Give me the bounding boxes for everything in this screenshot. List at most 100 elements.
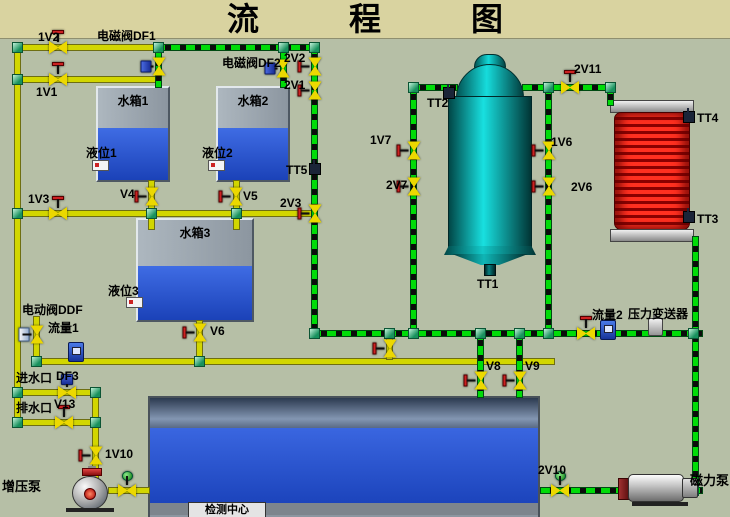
valve-df1-solenoid[interactable] [140, 58, 166, 76]
valve-tee-branch[interactable] [372, 340, 397, 358]
pipe-left-riser [14, 44, 21, 427]
valve-v8[interactable] [463, 372, 488, 390]
valve-label: 2V6 [571, 180, 593, 194]
valve-label: 2V1 [284, 78, 306, 92]
port-label: 进水口 [16, 371, 53, 385]
pipe-fitting [12, 417, 23, 428]
pipe-fitting [153, 42, 164, 53]
flow-pipe-right-riser [692, 236, 699, 494]
pipe-fitting [12, 387, 23, 398]
pipe-fitting [278, 42, 289, 53]
valve-label: 1V6 [551, 135, 573, 149]
valve-v13[interactable] [55, 404, 73, 429]
valve-label: 1V1 [36, 85, 58, 99]
page-title: 流程图 [226, 1, 593, 37]
valve-2v11[interactable] [561, 69, 579, 94]
level-label: 液位2 [202, 146, 233, 160]
sensor-label: TT5 [286, 163, 308, 177]
pipe-fitting [408, 82, 419, 93]
valve-1v1[interactable] [49, 61, 67, 86]
level1-indicator [92, 160, 109, 171]
pipe-fitting [688, 328, 699, 339]
level3-indicator [126, 297, 143, 308]
pressure-transmitter-icon [648, 315, 663, 336]
sensor-label: TT1 [477, 277, 499, 291]
pipe-fitting [194, 356, 205, 367]
flowmeter1-icon [68, 342, 84, 362]
valve-booster-discharge[interactable] [118, 471, 136, 497]
valve-ddf-motorized[interactable] [18, 326, 44, 344]
tt3-sensor-icon [683, 208, 695, 223]
valve-label: 2V3 [280, 196, 302, 210]
flow-pipe-bottom-manifold [311, 330, 703, 337]
valve-2v6[interactable] [531, 178, 556, 196]
pipe-fitting [514, 328, 525, 339]
tt4-sensor-icon [683, 108, 695, 123]
valve-label: V6 [210, 324, 225, 338]
valve-v5[interactable] [218, 188, 243, 206]
pump-label: 增压泵 [2, 479, 42, 494]
valve-1v3[interactable] [49, 195, 67, 220]
sensor-label: TT4 [697, 111, 719, 125]
valve-label: 电动阀DDF [22, 303, 83, 317]
flowmeter2-icon [600, 320, 616, 340]
footer-button[interactable]: 检测中心 [188, 502, 266, 517]
pipe-tank1-feed [14, 76, 162, 83]
storage-tank [148, 396, 540, 517]
valve-1v10[interactable] [78, 447, 103, 465]
pipe-fitting [12, 42, 23, 53]
tank2-name: 水箱2 [237, 94, 269, 108]
flow-pipe-vessel-left [410, 84, 417, 337]
valve-v4[interactable] [134, 188, 159, 206]
title-bar: 流程图 [0, 0, 730, 39]
pipe-fitting [309, 42, 320, 53]
valve-label: 2V11 [574, 62, 602, 76]
tt5-sensor-icon [309, 160, 321, 175]
valve-flowmeter2-gate[interactable] [577, 315, 595, 340]
valve-1v7[interactable] [396, 142, 421, 160]
valve-label: 1V7 [370, 133, 392, 147]
pipe-fitting [146, 208, 157, 219]
flow-pipe-vessel-right [545, 84, 552, 337]
port-label: 排水口 [16, 401, 53, 415]
pipe-fitting [31, 356, 42, 367]
pipe-fitting [309, 328, 320, 339]
valve-label: 1V2 [38, 30, 60, 44]
magnetic-pump[interactable] [618, 470, 704, 508]
pipe-fitting [475, 328, 486, 339]
level-label: 液位1 [86, 146, 117, 160]
pipe-fitting [543, 82, 554, 93]
level2-indicator [208, 160, 225, 171]
pipe-fitting [408, 328, 419, 339]
valve-label: 电磁阀DF1 [97, 29, 156, 43]
pipe-fitting [543, 328, 554, 339]
valve-label: V8 [486, 359, 501, 373]
pipe-fitting [231, 208, 242, 219]
valve-df3-solenoid[interactable] [58, 374, 76, 399]
water-tank-3: 水箱3 [136, 218, 254, 322]
water-tank-1: 水箱1 [96, 86, 170, 182]
valve-v6[interactable] [182, 324, 207, 342]
valve-label: V9 [525, 359, 540, 373]
instrument-label: 流量2 [592, 308, 623, 322]
valve-label: V5 [243, 189, 258, 203]
tank1-name: 水箱1 [117, 94, 149, 108]
valve-label: V4 [120, 187, 135, 201]
valve-label: 1V3 [28, 192, 50, 206]
tank3-water [138, 266, 252, 320]
valve-v9[interactable] [502, 372, 527, 390]
instrument-label: 流量1 [48, 321, 79, 335]
pipe-fitting [384, 328, 395, 339]
flow-pipe-top [155, 44, 318, 51]
reactor-vessel [444, 54, 536, 276]
pipe-fitting [90, 387, 101, 398]
water-tank-2: 水箱2 [216, 86, 290, 182]
valve-label: 2V2 [284, 51, 306, 65]
booster-pump[interactable] [64, 466, 116, 512]
valve-1v2[interactable] [49, 29, 67, 54]
valve-label: 1V10 [105, 447, 134, 461]
valve-2v10[interactable] [551, 471, 569, 497]
pump-label: 磁力泵 [690, 473, 730, 488]
tank1-water [98, 128, 168, 180]
